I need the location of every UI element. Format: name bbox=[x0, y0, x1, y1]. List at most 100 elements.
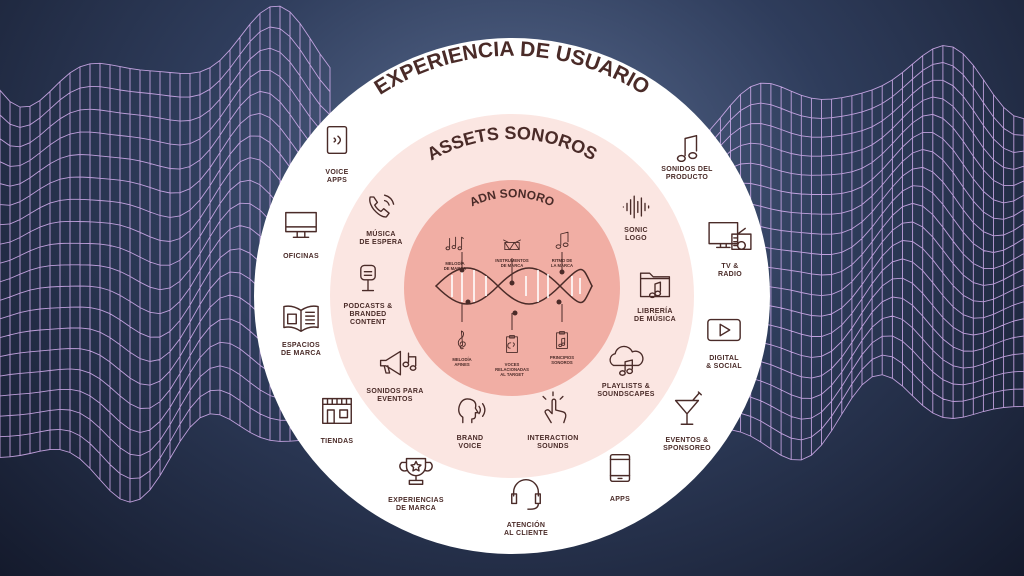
outer-item-label-line: APPS bbox=[327, 177, 347, 184]
outer-item-label-line: EXPERIENCIAS bbox=[388, 497, 444, 504]
middle-item-label-line: MÚSICA bbox=[366, 229, 395, 238]
middle-item-label-line: SONIC bbox=[624, 227, 648, 234]
clipboard-voice-icon bbox=[506, 335, 518, 353]
outer-item-label: APPS bbox=[610, 496, 630, 503]
middle-item-label-line: EVENTOS bbox=[377, 396, 412, 403]
drum-icon bbox=[503, 239, 521, 251]
cloud-music-icon bbox=[609, 345, 644, 376]
middle-item-label-line: VOICE bbox=[458, 443, 481, 450]
inner-item-label-line: INSTRUMENTOS bbox=[495, 258, 529, 263]
outer-item-eventos-sponsoreo: EVENTOS &SPONSOREO bbox=[663, 391, 711, 452]
outer-item-label-line: EVENTOS & bbox=[665, 437, 708, 444]
outer-item-label-line: DE MARCA bbox=[396, 505, 436, 512]
inner-item-label-line: LA MARCA bbox=[551, 263, 573, 268]
outer-item-label-line: DE MARCA bbox=[281, 350, 321, 357]
open-book-icon bbox=[283, 305, 319, 333]
outer-item-label-line: PRODUCTO bbox=[666, 174, 709, 181]
microphone-icon bbox=[360, 264, 376, 292]
outer-item-label-line: TV & bbox=[721, 263, 738, 270]
outer-item-label-line: ATENCIÓN bbox=[507, 520, 545, 529]
middle-item-label-line: BRAND bbox=[457, 435, 484, 442]
inner-item-label-line: AFINES bbox=[454, 362, 470, 367]
tv-radio-icon bbox=[708, 221, 752, 251]
outer-item-label-line: DIGITAL bbox=[709, 355, 739, 362]
music-note-icon bbox=[555, 231, 569, 249]
tap-hand-icon bbox=[542, 391, 567, 424]
play-button-icon bbox=[707, 318, 741, 342]
middle-item-label-line: LOGO bbox=[625, 235, 647, 242]
outer-item-label-line: OFICINAS bbox=[283, 253, 319, 260]
middle-item-label-line: PODCASTS & bbox=[344, 303, 393, 310]
middle-item-label-line: SOUNDSCAPES bbox=[597, 391, 654, 398]
music-notes-icon bbox=[445, 236, 464, 251]
middle-item-label-line: PLAYLISTS & bbox=[602, 383, 650, 390]
clipboard-music-icon bbox=[556, 331, 568, 349]
trophy-icon bbox=[399, 457, 433, 485]
outer-item-label: EVENTOS &SPONSOREO bbox=[663, 437, 711, 452]
outer-item-label-line: & SOCIAL bbox=[706, 363, 742, 370]
inner-item-label-line: DE MARCA bbox=[501, 263, 524, 268]
outer-item-label-line: ESPACIOS bbox=[282, 342, 320, 349]
music-folder-icon bbox=[639, 272, 671, 299]
outer-item-label-line: APPS bbox=[610, 496, 630, 503]
middle-item-label-line: SONIDOS PARA bbox=[366, 388, 423, 395]
inner-item-label-line: AL TARGET bbox=[500, 372, 524, 377]
outer-item-label: DIGITAL& SOCIAL bbox=[706, 355, 742, 370]
middle-item-label-line: CONTENT bbox=[350, 319, 386, 326]
outer-item-label-line: SONIDOS DEL bbox=[661, 166, 713, 173]
monitor-icon bbox=[285, 211, 317, 239]
headset-icon bbox=[511, 478, 541, 510]
outer-item-tiendas: TIENDAS bbox=[321, 397, 354, 445]
outer-item-label: OFICINAS bbox=[283, 253, 319, 260]
inner-item-label-line: MELODÍA bbox=[452, 357, 471, 362]
middle-item-label-line: LIBRERÍA bbox=[637, 306, 672, 315]
outer-item-label-line: AL CLIENTE bbox=[504, 530, 548, 537]
cocktail-icon bbox=[674, 391, 702, 425]
outer-item-label-line: RADIO bbox=[718, 271, 742, 278]
middle-item-label-line: DE ESPERA bbox=[359, 239, 402, 246]
music-note-icon bbox=[676, 134, 698, 162]
smartphone-icon bbox=[609, 453, 631, 483]
inner-item-label-line: VOCES bbox=[505, 362, 520, 367]
middle-item-label-line: DE MÚSICA bbox=[634, 314, 676, 323]
outer-item-label-line: SPONSOREO bbox=[663, 445, 711, 452]
outer-item-label: TIENDAS bbox=[321, 438, 354, 445]
outer-item-label-line: TIENDAS bbox=[321, 438, 354, 445]
middle-item-label: PLAYLISTS &SOUNDSCAPES bbox=[597, 383, 654, 398]
outer-item-tv-radio: TV &RADIO bbox=[708, 221, 752, 278]
outer-item-digital-social: DIGITAL& SOCIAL bbox=[706, 318, 742, 370]
outer-item-label: TV &RADIO bbox=[718, 263, 742, 278]
inner-item-label-line: PRINCIPIOS bbox=[550, 355, 574, 360]
speaking-head-icon bbox=[458, 398, 486, 424]
